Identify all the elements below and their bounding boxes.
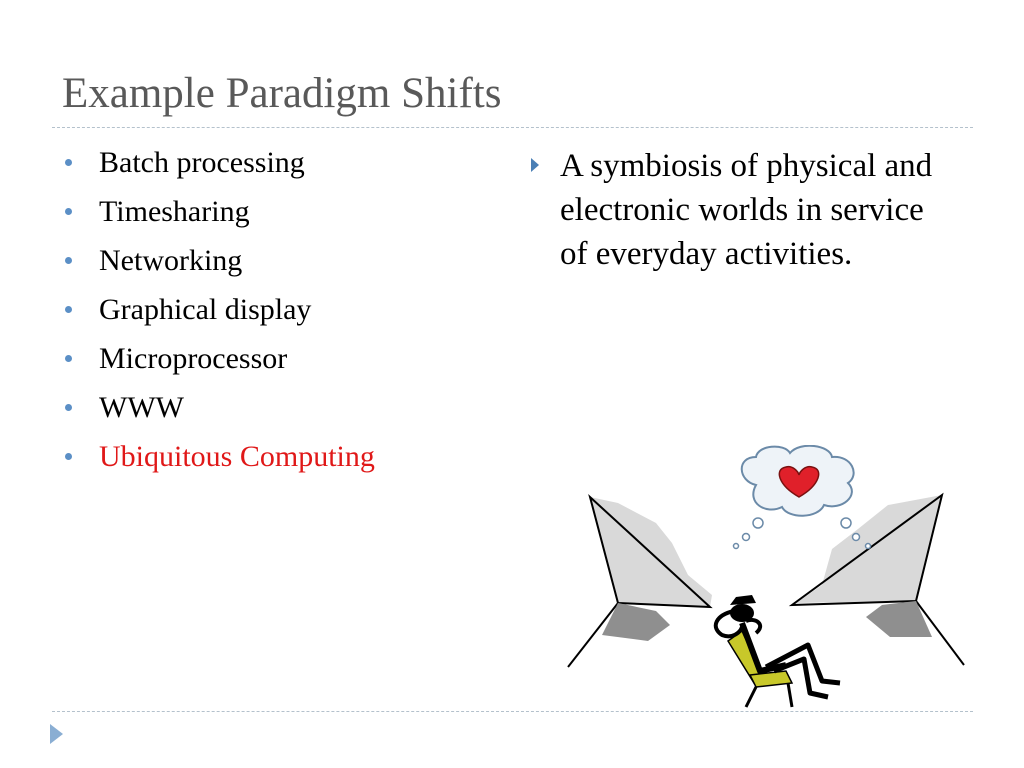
chair-seat [748, 670, 794, 688]
bullet-dot-icon [65, 306, 72, 313]
thought-bubble-dot [752, 517, 764, 529]
chair-leg [786, 682, 794, 708]
bullet-list: Batch processing Timesharing Networking … [62, 142, 375, 485]
list-item: Networking [62, 240, 375, 289]
triangle-bullet-icon [531, 158, 539, 172]
side-point-text: A symbiosis of physical and electronic w… [560, 148, 933, 272]
person-leg [773, 656, 829, 700]
bullet-dot-icon [65, 208, 72, 215]
right-floor-shadow [866, 601, 932, 637]
list-item: Batch processing [62, 142, 375, 191]
person-arm [713, 609, 744, 639]
footer-divider [52, 711, 973, 712]
heart-icon [778, 465, 820, 498]
chair-leg [744, 686, 758, 708]
thought-bubble-dot [840, 517, 852, 529]
right-wall-outline [788, 492, 944, 607]
left-floor-line [567, 602, 619, 668]
side-point: A symbiosis of physical and electronic w… [527, 144, 947, 276]
thought-bubble-dot [864, 542, 872, 550]
left-floor-shadow [602, 603, 670, 641]
bullet-dot-icon [65, 257, 72, 264]
person-head [730, 604, 754, 622]
right-floor-line [915, 600, 965, 666]
list-item: Microprocessor [62, 338, 375, 387]
thought-bubble-dot [851, 532, 861, 542]
person-arm [745, 618, 763, 635]
left-wall-outline [588, 493, 713, 609]
list-item: WWW [62, 387, 375, 436]
bullet-dot-icon [65, 159, 72, 166]
bullet-dot-icon [65, 404, 72, 411]
person-hat [730, 595, 756, 605]
title-divider [52, 127, 973, 128]
dreaming-person-clipart [567, 445, 965, 708]
person-leg [764, 642, 841, 686]
thought-bubble-dot [741, 532, 751, 542]
list-item: Timesharing [62, 191, 375, 240]
triangle-right-icon[interactable] [50, 724, 63, 744]
list-item-highlight: Ubiquitous Computing [62, 436, 375, 485]
bullet-dot-icon [65, 355, 72, 362]
slide-title: Example Paradigm Shifts [62, 70, 502, 117]
thought-bubble-dot [732, 542, 740, 550]
bullet-dot-icon [65, 453, 72, 460]
list-item: Graphical display [62, 289, 375, 338]
